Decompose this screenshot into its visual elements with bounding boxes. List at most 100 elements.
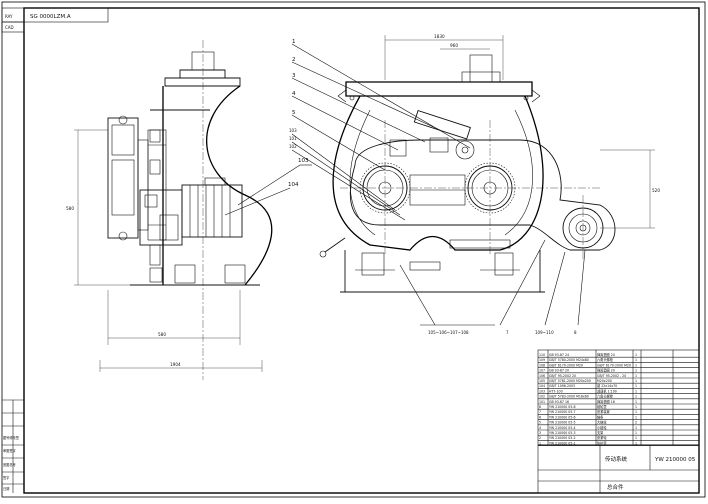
bom-cell-no: 6 bbox=[539, 415, 541, 419]
bom-cell-code: YW 210000 05-6 bbox=[549, 415, 576, 419]
bom-cell-no: 106 bbox=[539, 374, 545, 378]
bom-cell-no: 107 bbox=[539, 369, 545, 373]
bom-cell-qty: 1 bbox=[635, 400, 637, 404]
bom-cell-code: GB/T 5781-2000 M20x200 bbox=[549, 379, 591, 383]
bom-cell-code: YW 210000 05-7 bbox=[549, 410, 576, 414]
bom-cell-qty: 1 bbox=[635, 353, 637, 357]
bom-cell-no: 5 bbox=[539, 421, 541, 425]
callout-102: 102 bbox=[289, 144, 297, 149]
bom-cell-name: 弹簧垫圈 24 bbox=[597, 352, 615, 357]
bom-cell-qty: 1 bbox=[635, 358, 637, 362]
callout-bottom-range: 109~110 bbox=[535, 330, 554, 335]
bom-cell-name: 防护罩 bbox=[597, 440, 607, 445]
bom-cell-code: YW 210000 05-3 bbox=[549, 431, 576, 435]
label-cad: CAD bbox=[5, 25, 14, 30]
bom-cell-code: YW 210000 05-5 bbox=[549, 421, 576, 425]
bom-cell-name: GB/T 6170-2000 M20 bbox=[597, 363, 631, 367]
callout-bottom-group: 105~106~107~108 bbox=[428, 330, 469, 335]
bom-cell-no: 1 bbox=[539, 441, 541, 445]
drawing-number: YW 210000 05 bbox=[654, 457, 696, 463]
dim-front-top: 1830 bbox=[434, 34, 445, 39]
bom-cell-qty: 1 bbox=[635, 363, 637, 367]
callout-103: 103 bbox=[289, 128, 297, 133]
bom-cell-name: 大链轮 bbox=[597, 420, 607, 425]
side-view: 580 580 1904 103 104 bbox=[66, 40, 312, 380]
strip-label-1: 审图签字 bbox=[3, 448, 16, 453]
callout-101: 101 bbox=[289, 136, 297, 141]
bom-cell-no: 109 bbox=[539, 358, 545, 362]
bom-cell-code: GB/T 95-2002 20 bbox=[549, 374, 576, 378]
bom-cell-code: GB 93-87 24 bbox=[549, 353, 569, 357]
bom-cell-code: YW 210000 05-1 bbox=[549, 441, 576, 445]
label-ray: RAY bbox=[5, 14, 13, 19]
bom-cell-no: 8 bbox=[539, 405, 541, 409]
bom-cell-name: 支架 bbox=[597, 430, 604, 435]
bom-cell-qty: 1 bbox=[635, 374, 637, 378]
bom-cell-no: 105 bbox=[539, 379, 545, 383]
callout-3: 3 bbox=[292, 73, 296, 79]
bom-cell-name: 六角头螺栓 bbox=[597, 394, 614, 399]
bom-cell-name: 张紧轮 bbox=[597, 435, 607, 440]
bom-cell-code: YW 210000 05-8 bbox=[549, 405, 576, 409]
bom-cell-code: GB/T 6170-2000 M20 bbox=[549, 363, 583, 367]
strip-label-3: 签字 bbox=[3, 475, 9, 480]
assembly-label: 总合件 bbox=[607, 483, 624, 491]
side-drawing-number: SG 0000LZM.A bbox=[30, 14, 71, 20]
bom-cell-no: 104 bbox=[539, 384, 545, 388]
bom-cell-name: 六角头螺栓 bbox=[597, 357, 614, 362]
bom-cell-qty: 1 bbox=[635, 415, 637, 419]
callout-4: 4 bbox=[292, 91, 296, 97]
bom-cell-qty: 1 bbox=[635, 436, 637, 440]
left-revision-strip: 图号修改签 审图签字 底图总号 签字 日期 bbox=[2, 399, 24, 493]
bom-cell-name: 小链轮 bbox=[597, 425, 607, 430]
bom-cell-name: 链轮罩 bbox=[597, 404, 607, 409]
bom-cell-qty: 1 bbox=[635, 410, 637, 414]
bom-cell-code: HT7-100 bbox=[549, 389, 563, 393]
bom-cell-no: 103 bbox=[539, 389, 545, 393]
dim-front-inner: 960 bbox=[450, 43, 458, 48]
bom-cell-name: 张紧装置 bbox=[597, 409, 610, 414]
bom-cell-qty: 1 bbox=[635, 405, 637, 409]
bom-cell-code: GB 93-87 16 bbox=[549, 400, 569, 404]
callout-5: 5 bbox=[292, 110, 296, 116]
bom-cell-no: 7 bbox=[539, 410, 541, 414]
bom-cell-no: 3 bbox=[539, 431, 541, 435]
bom-cell-qty: 2 bbox=[635, 421, 637, 425]
bom-cell-no: 2 bbox=[539, 436, 541, 440]
bom-cell-name: 减速机 1:100 bbox=[597, 388, 617, 393]
bom-cell-name: 弹簧垫圈 16 bbox=[597, 399, 615, 404]
dim-front-right: 520 bbox=[652, 188, 660, 193]
bom-cell-name: 键 22x14x70 bbox=[597, 383, 617, 388]
bom-cell-qty: 1 bbox=[635, 426, 637, 430]
bom-cell-code: YW 210000 05-2 bbox=[549, 436, 576, 440]
bom-cell-qty: 1 bbox=[635, 389, 637, 393]
bom-cell-qty: 1 bbox=[635, 384, 637, 388]
strip-label-4: 日期 bbox=[3, 486, 9, 491]
bom-cell-name: M20x200 bbox=[597, 379, 612, 383]
bom-cell-no: 101 bbox=[539, 400, 545, 404]
bom-cell-code: YW 210000 05-4 bbox=[549, 426, 576, 430]
dim-side-bottom: 580 bbox=[158, 332, 166, 337]
bom-cell-name: 链条 bbox=[597, 414, 604, 419]
bom-cell-name: 弹簧垫圈 20 bbox=[597, 368, 615, 373]
bom-cell-code: GB 93-87 20 bbox=[549, 369, 569, 373]
front-view: 1830 960 520 1 2 3 4 5 103 101 102 105~1… bbox=[289, 34, 660, 335]
strip-label-0: 图号修改签 bbox=[3, 435, 20, 440]
bom-cell-qty: 1 bbox=[635, 441, 637, 445]
top-left-label-boxes: RAY CAD SG 0000LZM.A bbox=[1, 7, 109, 33]
callout-bottom-7: 7 bbox=[506, 330, 509, 335]
callout-bottom-8: 8 bbox=[574, 330, 577, 335]
drawing-name: 传动系统 bbox=[605, 455, 628, 463]
dim-side-height: 580 bbox=[66, 206, 74, 211]
dim-side-overall: 1904 bbox=[170, 362, 181, 367]
callout-2: 2 bbox=[292, 57, 296, 63]
callout-side-103: 103 bbox=[298, 158, 309, 164]
bom-cell-no: 108 bbox=[539, 363, 545, 367]
bom-cell-code: GB/T 5780-2000 M24x80 bbox=[549, 358, 589, 362]
inner-border bbox=[23, 7, 700, 494]
